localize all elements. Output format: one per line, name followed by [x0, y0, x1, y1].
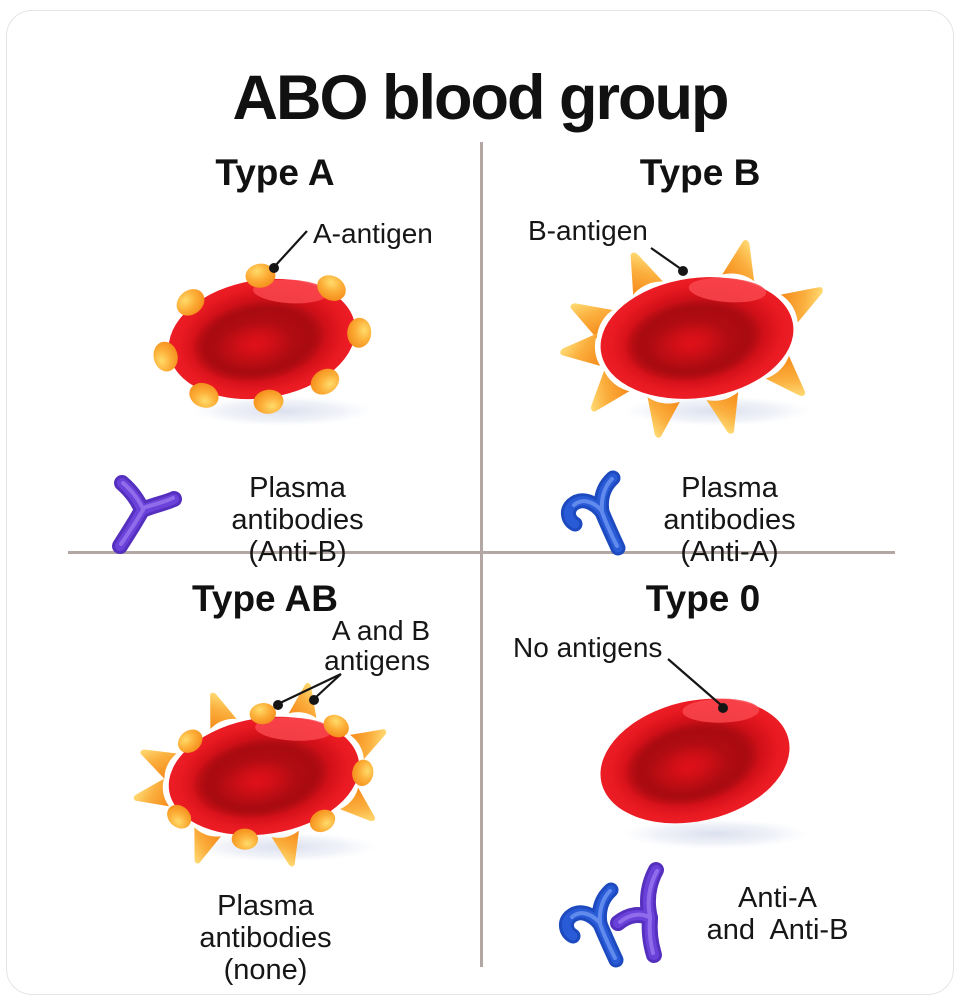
page-title: ABO blood group	[232, 63, 730, 134]
caption-line2: (none)	[223, 954, 308, 986]
type-b-heading: Type B	[639, 152, 761, 193]
caption-line2: and Anti-B	[706, 914, 849, 946]
type-a-heading: Type A	[215, 152, 335, 193]
anti-a-antibody-icon-type0	[558, 882, 624, 968]
red-blood-cell-type-b	[560, 240, 823, 438]
anti-b-antibody-icon-type0	[610, 862, 664, 963]
quadrant-divider-horizontal	[68, 551, 895, 554]
type-0-heading: Type 0	[645, 578, 761, 619]
label-line2: antigens	[324, 645, 430, 676]
anti-a-anti-b-caption: Anti-A and Anti-B	[690, 882, 865, 946]
caption-line2: (Anti-B)	[248, 536, 347, 568]
quadrant-type-ab: Type AB A and B antigens Plasma antibodi…	[6, 551, 480, 994]
quadrant-type-a: Type A A-antigen Plasma antibodies (Anti…	[6, 130, 480, 568]
caption-line1: Plasma antibodies	[663, 472, 796, 536]
no-antigens-label: No antigens	[513, 632, 663, 663]
quadrant-divider-vertical	[480, 142, 483, 967]
plasma-antibodies-caption-a: Plasma antibodies (Anti-B)	[180, 472, 415, 568]
caption-line1: Anti-A	[738, 882, 817, 914]
b-antigen-label: B-antigen	[528, 215, 648, 246]
quadrant-type-b: Type B B-antigen Plasma antibodies (Anti…	[480, 130, 954, 568]
red-blood-cell-type-ab	[133, 682, 387, 867]
plasma-antibodies-caption-ab: Plasma antibodies (none)	[148, 890, 383, 986]
caption-line1: Plasma antibodies	[199, 890, 332, 954]
caption-line1: Plasma antibodies	[231, 472, 364, 536]
plasma-antibodies-caption-b: Plasma antibodies (Anti-A)	[612, 472, 847, 568]
caption-line2: (Anti-A)	[680, 536, 779, 568]
a-antigen-label: A-antigen	[313, 218, 433, 249]
a-and-b-antigens-label: A and B antigens	[312, 616, 430, 676]
label-line1: A and B	[331, 615, 430, 646]
quadrant-type-0: Type 0 No antigens Anti-A and Anti-B	[480, 551, 954, 994]
red-blood-cell-type-a	[153, 263, 374, 426]
anti-b-antibody-icon	[112, 475, 182, 554]
anti-a-antibody-icon	[560, 470, 626, 556]
red-blood-cell-type-0	[600, 698, 809, 849]
type-ab-heading: Type AB	[192, 578, 338, 619]
